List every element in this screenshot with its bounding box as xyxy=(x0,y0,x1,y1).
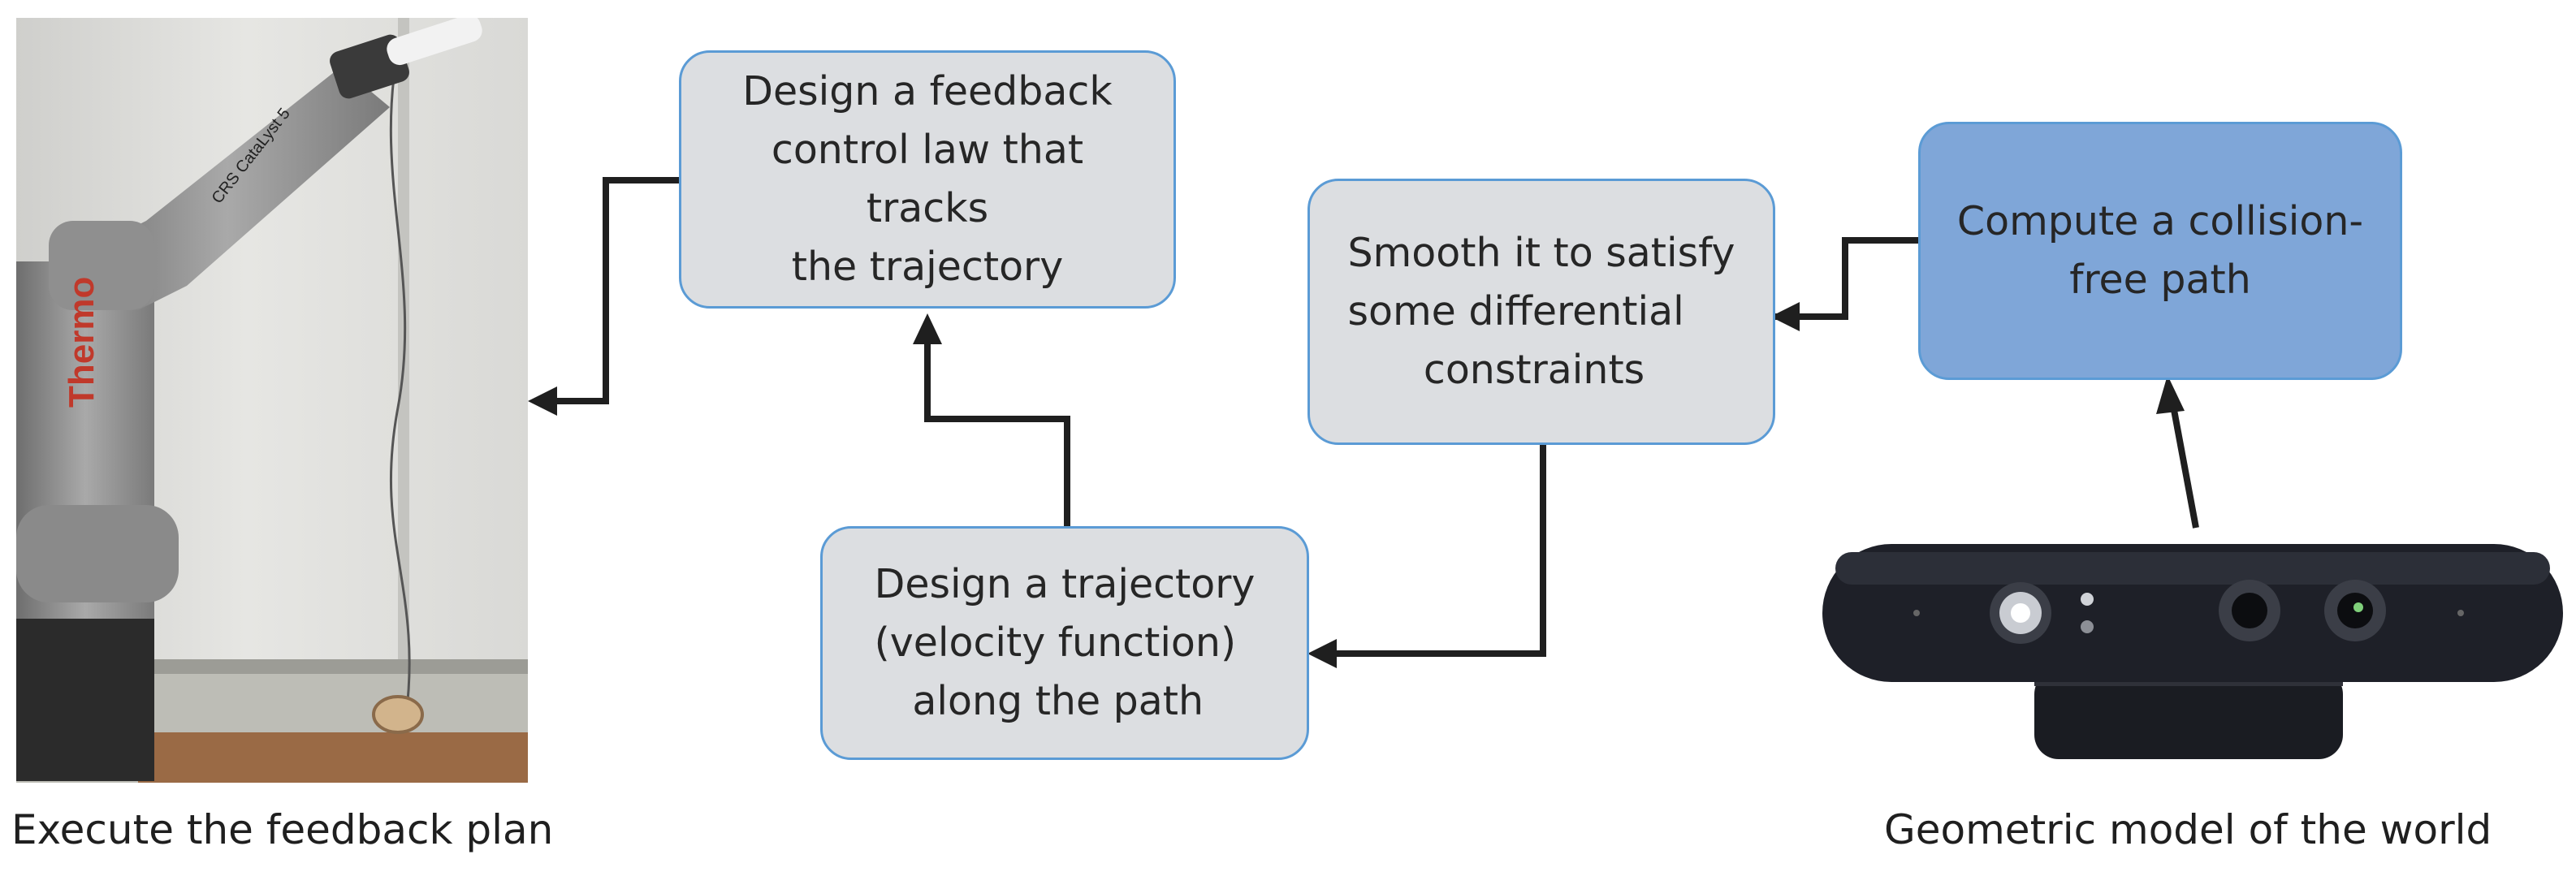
box-design-trajectory: Design a trajectory (velocity function) … xyxy=(820,526,1309,760)
robot-brand-label: Thermo xyxy=(62,277,102,408)
caption-execute-plan: Execute the feedback plan xyxy=(11,806,554,853)
arrow-trajectory-to-feedback-law xyxy=(924,333,1070,526)
arrow-smooth-to-trajectory xyxy=(1317,445,1546,657)
robot-arm-image: Thermo CRS CataLyst 5 xyxy=(16,18,528,783)
arrowhead-smooth xyxy=(1770,302,1800,331)
box-collision-free-path: Compute a collision- free path xyxy=(1918,122,2402,380)
arrowhead-trajectory xyxy=(1307,639,1337,668)
caption-world-model: Geometric model of the world xyxy=(1884,806,2492,853)
arrowhead-feedback-law xyxy=(913,313,942,344)
arrow-collision-path-to-smooth xyxy=(1775,237,1918,320)
box-feedback-control-law: Design a feedback control law that track… xyxy=(679,50,1176,309)
depth-camera-image xyxy=(1822,544,2563,759)
arrowhead-collision-path xyxy=(2156,375,2185,414)
arrowhead-robot xyxy=(528,386,557,416)
arrow-feedback-law-to-robot xyxy=(549,177,679,404)
box-smooth-constraints: Smooth it to satisfy some differential c… xyxy=(1307,179,1775,445)
